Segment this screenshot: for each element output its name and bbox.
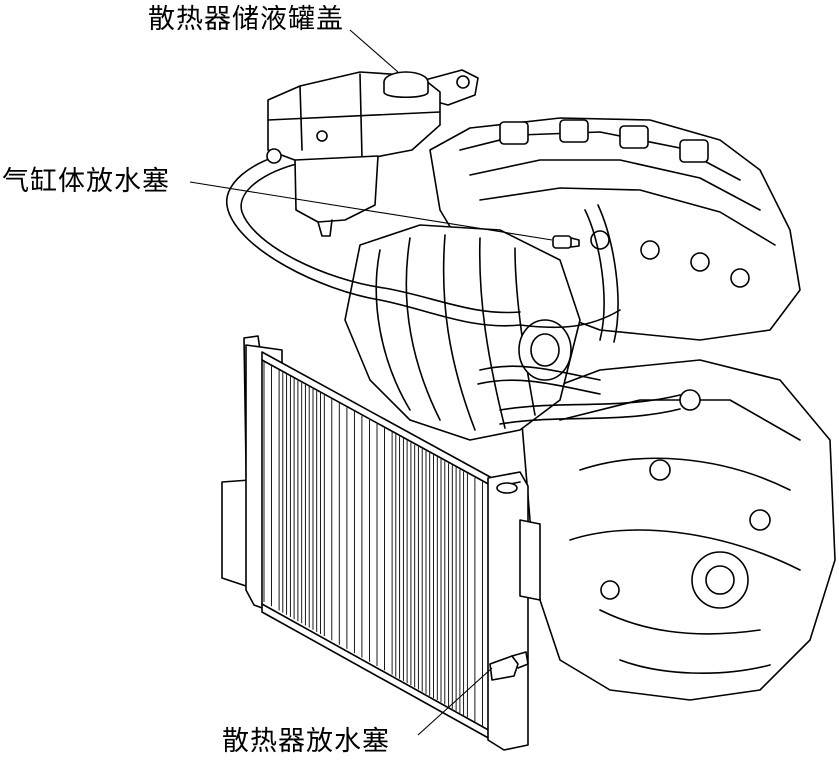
reservoir-cap-label: 散热器储液罐盖 [148,4,344,35]
radiator-drain-plug-label: 散热器放水塞 [222,726,390,757]
leader-cylinder-block-drain-plug [189,181,553,241]
cylinder-block-drain-plug-shape [552,235,580,249]
coolant-reservoir [266,69,479,237]
intake-manifold [344,224,701,441]
leader-radiator-drain-plug [417,667,493,736]
leader-reservoir-cap [349,29,399,73]
radiator [221,335,541,751]
radiator-drain-plug-shape [489,651,529,681]
cylinder-block-drain-plug-label: 气缸体放水塞 [2,166,170,197]
coolant-hoses [225,149,621,343]
